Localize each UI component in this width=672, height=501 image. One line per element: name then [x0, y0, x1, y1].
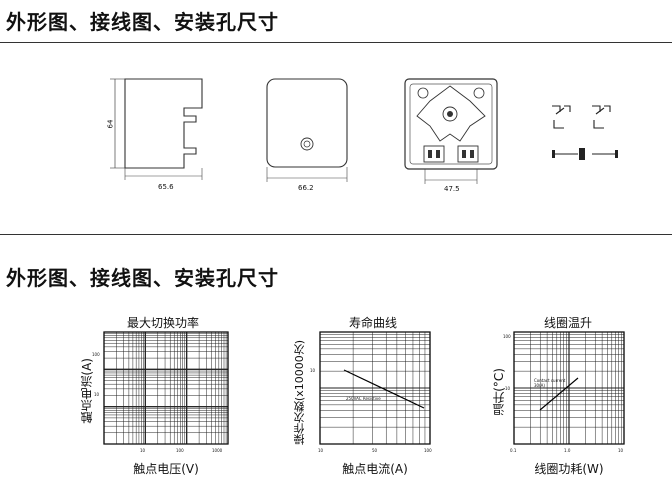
chart-switching-plot [103, 331, 229, 445]
bottom-view-drawing [404, 78, 498, 184]
chart-life-annotation: 250VAC Resistive [346, 396, 381, 401]
chart-temp-xtick: 0.1 [510, 448, 517, 453]
chart-temp-plot [513, 331, 625, 445]
chart-life-title: 寿命曲线 [348, 316, 397, 330]
bottom-width-dim: 47.5 [444, 185, 460, 193]
chart-life-ytick: 10 [310, 368, 316, 373]
chart-switching-xtick: 1000 [212, 448, 223, 453]
chart-life-ylabel: 操作次数(x10000次) [293, 340, 306, 446]
grid [319, 331, 431, 445]
chart-temp-ylabel: 温升(°C) [492, 368, 506, 416]
chart-switching-ytick: 10 [94, 392, 100, 397]
chart-temp-ytick: 100 [503, 334, 511, 339]
front-width-dim: 66.2 [298, 184, 314, 192]
life-curve [343, 369, 425, 409]
divider-2 [0, 234, 672, 235]
section-title-1: 外形图、接线图、安装孔尺寸 [6, 10, 279, 34]
side-width-dim: 65.6 [158, 183, 174, 191]
chart-life-xtick: 50 [372, 448, 378, 453]
front-view-drawing [266, 78, 348, 182]
section-title-2: 外形图、接线图、安装孔尺寸 [6, 266, 279, 290]
chart-life-xtick: 10 [318, 448, 324, 453]
chart-switching-ytick: 100 [92, 352, 100, 357]
chart-temp-xtick: 10 [618, 448, 624, 453]
chart-switching-xlabel: 触点电压(V) [133, 462, 199, 476]
chart-life-plot [319, 331, 431, 445]
divider-1 [0, 42, 672, 43]
chart-temp-ytick: 10 [505, 386, 511, 391]
chart-switching-xtick: 100 [176, 448, 184, 453]
chart-temp-title: 线圈温升 [543, 316, 592, 330]
grid [513, 331, 625, 445]
wiring-diagram [552, 105, 618, 160]
temp-curve [539, 377, 579, 411]
chart-switching-title: 最大切换功率 [126, 316, 199, 330]
chart-life-xtick: 100 [424, 448, 432, 453]
chart-switching-xtick: 10 [140, 448, 146, 453]
grid [103, 331, 229, 445]
side-height-dim: 64 [106, 119, 115, 129]
chart-temp-xlabel: 线圈功耗(W) [534, 462, 604, 476]
chart-temp-annotation: Contact current 30(A) [534, 378, 566, 388]
chart-switching-ylabel: 触点电流(A) [80, 358, 94, 424]
chart-life-xlabel: 触点电流(A) [342, 462, 408, 476]
side-view-drawing [110, 78, 203, 180]
chart-temp-xtick: 1.0 [564, 448, 571, 453]
